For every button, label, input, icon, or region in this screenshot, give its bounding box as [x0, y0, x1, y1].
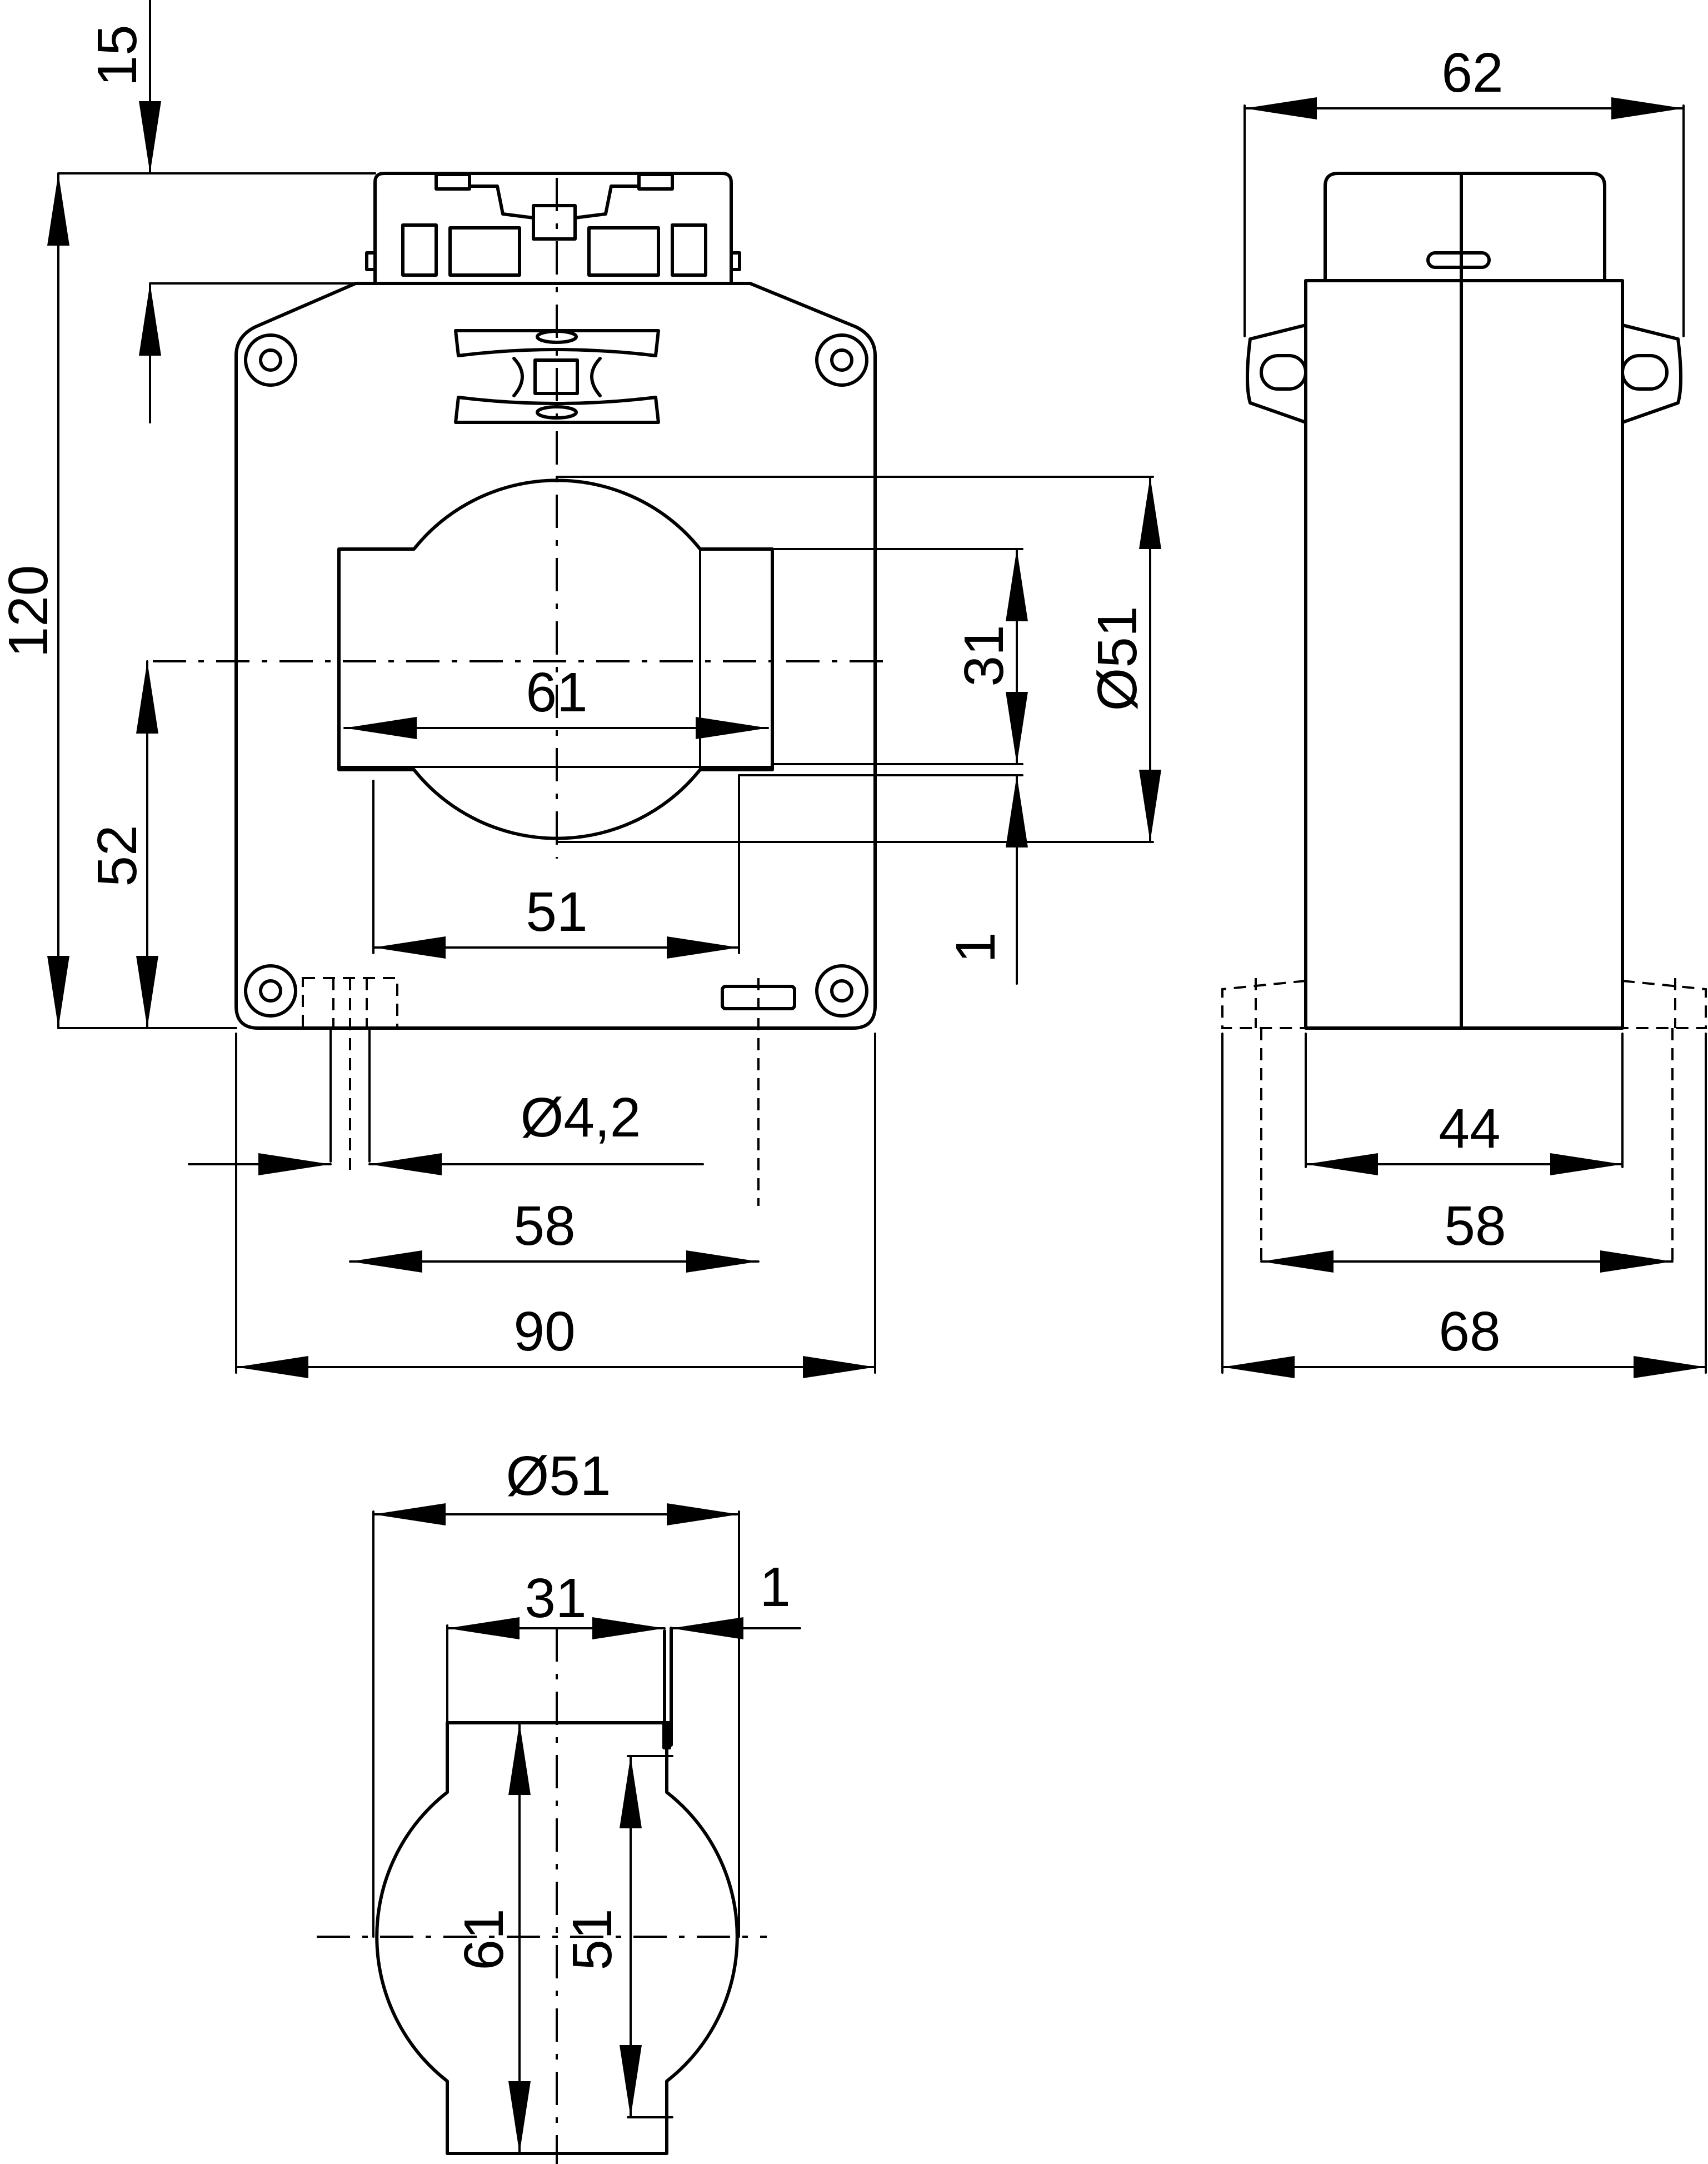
dim-52-label: 52 [86, 825, 148, 886]
dim-44-label: 44 [1439, 1098, 1500, 1160]
dim-62-label: 62 [1441, 42, 1503, 104]
side-view: 62 44 58 68 [1221, 42, 1707, 1378]
mounting-hole-icon [244, 333, 868, 1018]
housing-outline [234, 282, 877, 1030]
dim-window-61-label: 61 [453, 1908, 515, 1970]
dim-side-58-label: 58 [1444, 1195, 1506, 1257]
busbar-clamp [454, 329, 660, 424]
dim-68-label: 68 [1439, 1300, 1500, 1363]
dim-58-label: 58 [513, 1195, 575, 1257]
dim-120-label: 120 [0, 565, 59, 658]
dim-window-31-label: 31 [525, 1567, 586, 1629]
dim-51-width-label: 51 [526, 881, 587, 943]
dim-31-label: 31 [953, 625, 1015, 686]
dim-window-51-label: 51 [561, 1908, 623, 1970]
terminal-block [365, 172, 741, 285]
dim-window-diameter-51-label: Ø51 [506, 1445, 611, 1507]
side-body [1304, 279, 1624, 1030]
dim-1-label: 1 [945, 932, 1007, 963]
dim-90-label: 90 [513, 1300, 575, 1363]
dim-hole-diameter-label: Ø4,2 [521, 1086, 641, 1149]
dim-15-label: 15 [86, 24, 148, 86]
window-section-view: Ø51 31 1 61 51 [317, 1445, 801, 2164]
primary-window [337, 478, 774, 840]
dim-diameter-51-label: Ø51 [1086, 606, 1148, 711]
dim-window-1-label: 1 [760, 1556, 791, 1618]
front-view: 15 120 52 61 51 31 Ø51 1 [0, 0, 1161, 1378]
window-section-outline [375, 1721, 739, 2155]
dim-61-label: 61 [526, 661, 587, 724]
